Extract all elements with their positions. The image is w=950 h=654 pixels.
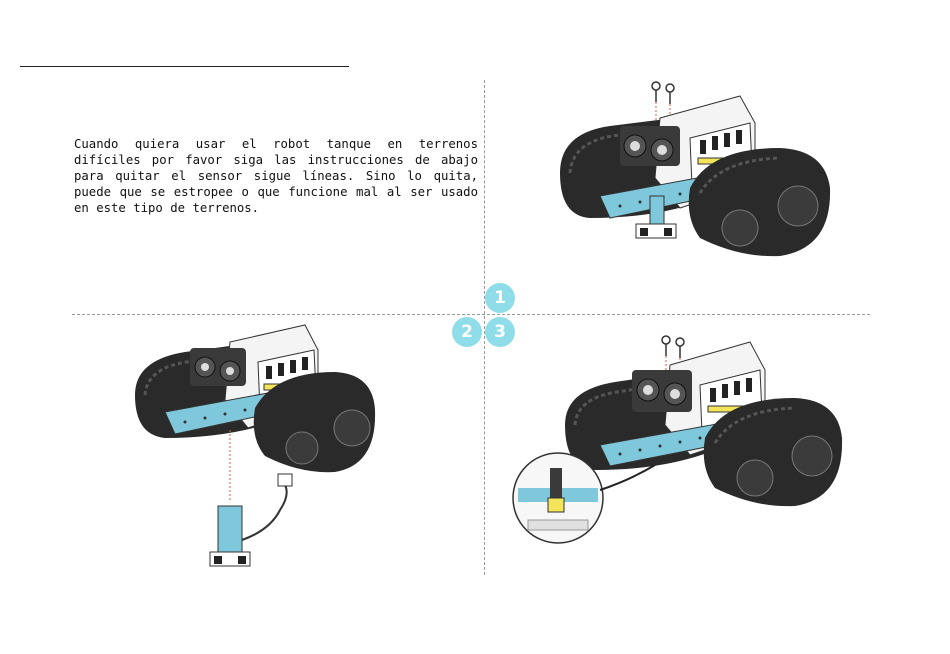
robot-tank-step-1-illustration <box>540 78 840 268</box>
intro-text: Cuando quiera usar el robot tanque en te… <box>74 136 478 216</box>
step-badge-1: 1 <box>485 283 515 313</box>
header-rule <box>20 66 349 67</box>
step-badge-2: 2 <box>452 317 482 347</box>
robot-tank-step-2-illustration <box>130 320 380 570</box>
robot-tank-step-3-illustration <box>510 330 850 550</box>
horizontal-divider <box>72 314 870 315</box>
